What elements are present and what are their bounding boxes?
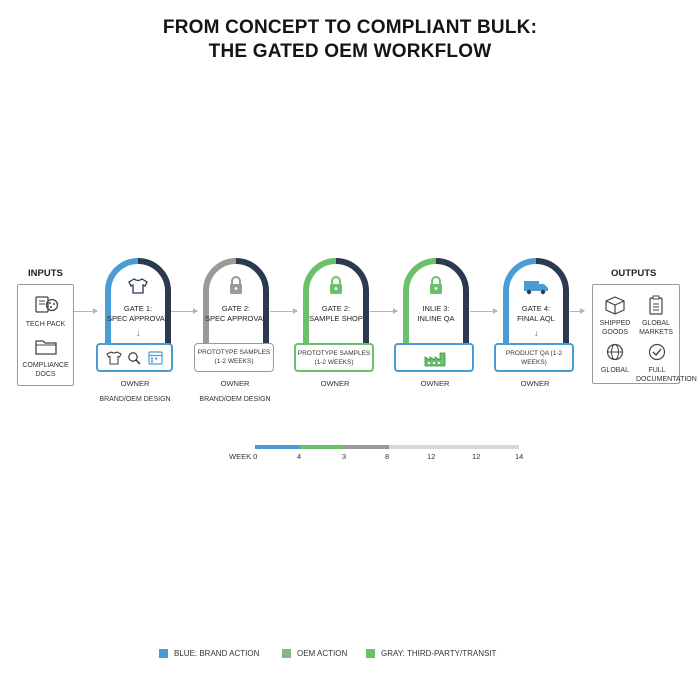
gate-4-box [394, 343, 474, 372]
gate-5-title: GATE 4: [521, 304, 551, 313]
gate-2-box: PROTOTYPE SAMPLES (1-2 WEEKS) [194, 343, 274, 372]
timeline-label: 3 [342, 452, 347, 461]
gate-1-box [96, 343, 173, 372]
timeline-segment-light [389, 445, 519, 449]
shirt-icon [128, 278, 148, 294]
connector-arrow [74, 308, 98, 314]
legend-label: GRAY: THIRD-PARTY/TRANSIT [381, 649, 497, 658]
gate-4: INLIE 3: INLINE QA [401, 258, 471, 348]
timeline-label: WEEK 0 [229, 452, 258, 461]
gate-1-owner: OWNER [120, 379, 150, 388]
connector-arrow [570, 308, 585, 314]
gate-1: GATE 1: SPEC APPROVAL ↓ [103, 258, 173, 348]
legend-item-oem: OEM ACTION [282, 649, 347, 658]
gate-3-title: GATE 2: [321, 304, 351, 313]
legend-swatch [282, 649, 291, 658]
connector-arrow [270, 308, 298, 314]
factory-icon [424, 352, 446, 367]
gate-2-owner: OWNER [220, 379, 250, 388]
timeline-segment-blue [255, 445, 300, 449]
gate-2-title: GATE 2: [221, 304, 251, 313]
output-label-global: GLOBAL [600, 367, 629, 374]
title-line-1: FROM CONCEPT TO COMPLIANT BULK: [162, 17, 538, 38]
gate-3-owner: OWNER [320, 379, 350, 388]
legend-item-blue: BLUE: BRAND ACTION [159, 649, 259, 658]
output-item-global-markets: GLOBAL MARKETS [636, 295, 676, 337]
input-label-compliance-docs: COMPLIANCE DOCS [22, 362, 69, 378]
title-line-2: THE GATED OEM WORKFLOW [208, 41, 492, 62]
gate-arch [403, 258, 469, 344]
page-title: FROM CONCEPT TO COMPLIANT BULK: THE GATE… [0, 16, 700, 64]
gate-5: GATE 4: FINAL AQL ↓ [501, 258, 571, 348]
outputs-panel: SHIPPED GOODS GLOBAL MARKETS GLOBAL FULL… [592, 284, 697, 384]
gate-3-box: PROTOTYPE SAMPLES (1-2 WEEKS) [294, 343, 374, 372]
tech-pack-icon [34, 296, 58, 313]
output-label-shipped-goods: SHIPPED GOODS [599, 320, 631, 336]
truck-icon [524, 281, 548, 295]
legend-swatch [366, 649, 375, 658]
connector-arrow [370, 308, 398, 314]
connector-arrow [470, 308, 498, 314]
gate-1-subtitle: SPEC APPROVAL [107, 314, 169, 323]
legend-swatch [159, 649, 168, 658]
inputs-panel: TECH PACK COMPLIANCE DOCS [17, 284, 74, 386]
timeline-segment-green [300, 445, 345, 449]
gate-2-owner-sub: BRAND/OEM DESIGN [199, 396, 271, 403]
inputs-heading: INPUTS [28, 268, 63, 279]
gate-5-box: PRODUCT QA (1-2 WEEKS) [494, 343, 574, 372]
legend-label: OEM ACTION [297, 649, 348, 658]
folder-icon [34, 340, 57, 355]
timeline-label: 12 [472, 452, 481, 461]
lock-icon [430, 276, 442, 294]
output-item-global: GLOBAL [595, 342, 635, 375]
globe-icon [606, 343, 624, 361]
output-item-shipped-goods: SHIPPED GOODS [595, 295, 635, 337]
gate-arch [105, 258, 171, 344]
gate-1-title: GATE 1: [123, 304, 153, 313]
input-item-compliance-docs: COMPLIANCE DOCS [20, 337, 71, 379]
timeline-label: 14 [515, 452, 524, 461]
gate-4-subtitle: INLINE QA [417, 314, 455, 323]
gate-arch [203, 258, 269, 344]
check-circle-icon [648, 343, 666, 361]
gate-4-owner: OWNER [420, 379, 450, 388]
clipboard-icon [649, 295, 663, 315]
down-arrow-icon: ↓ [534, 328, 539, 338]
outputs-heading: OUTPUTS [611, 268, 657, 279]
output-item-full-documentation: FULL DOCUMENTATION [636, 342, 697, 384]
gate-arch [503, 258, 569, 344]
lock-icon [330, 276, 342, 294]
gate-5-subtitle: FINAL AQL [517, 314, 555, 323]
design-tools-icon [106, 351, 163, 365]
connector-arrow [170, 308, 198, 314]
input-item-tech-pack: TECH PACK [20, 294, 71, 329]
gate-5-owner: OWNER [520, 379, 550, 388]
gate-2: GATE 2: SPEC APPROVAL [201, 258, 271, 348]
gate-3-subtitle: SAMPLE SHOP [309, 314, 363, 323]
timeline-segment-gray [345, 445, 389, 449]
down-arrow-icon: ↓ [136, 328, 141, 338]
legend-label: BLUE: BRAND ACTION [174, 649, 260, 658]
gate-1-owner-sub: BRAND/OEM DESIGN [99, 396, 171, 403]
gate-3: GATE 2: SAMPLE SHOP [301, 258, 371, 348]
timeline-label: 8 [385, 452, 390, 461]
timeline-label: 4 [297, 452, 302, 461]
gate-2-subtitle: SPEC APPROVAL [205, 314, 267, 323]
timeline-label: 12 [427, 452, 436, 461]
lock-icon [230, 276, 242, 294]
gate-4-title: INLIE 3: [422, 304, 450, 313]
input-label-tech-pack: TECH PACK [25, 321, 66, 328]
output-label-global-markets: GLOBAL MARKETS [639, 320, 673, 336]
output-label-full-documentation: FULL DOCUMENTATION [636, 367, 697, 383]
legend-item-gray: GRAY: THIRD-PARTY/TRANSIT [366, 649, 496, 658]
gate-arch [303, 258, 369, 344]
box-icon [605, 296, 625, 315]
